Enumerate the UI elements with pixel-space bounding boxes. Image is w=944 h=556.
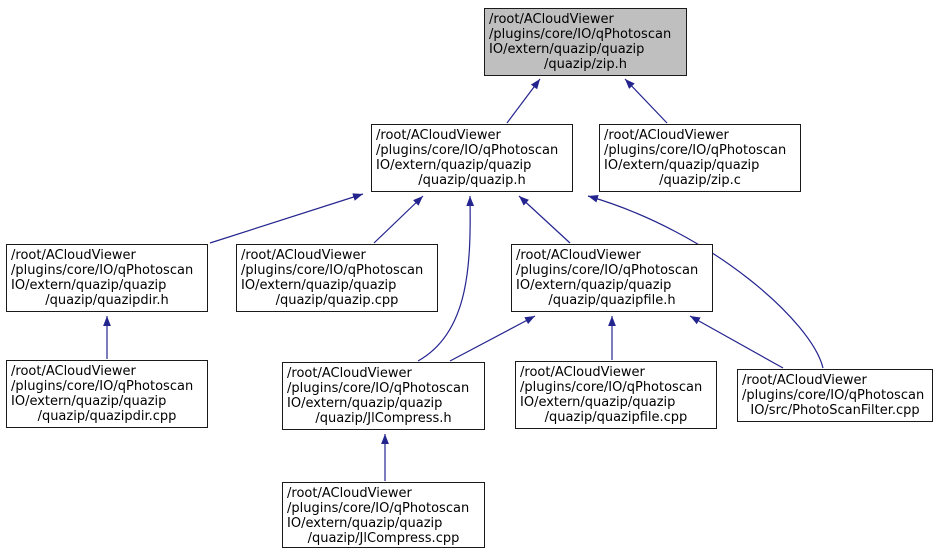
node-line: /quazip/quazipfile.cpp xyxy=(544,410,688,425)
node-line: /quazip/quazip.cpp xyxy=(275,293,399,308)
node-zip-h[interactable]: /root/ACloudViewer /plugins/core/IO/qPho… xyxy=(484,8,687,76)
node-line: /quazip/quazipdir.h xyxy=(45,293,169,308)
edge-quazipfile-h-to-quazip-h xyxy=(518,195,571,244)
node-line: IO/extern/quazip/quazip xyxy=(489,42,645,57)
node-zip-c[interactable]: /root/ACloudViewer /plugins/core/IO/qPho… xyxy=(599,124,801,192)
edge-quazipdir-h-to-quazip-h xyxy=(209,193,364,244)
node-line: IO/extern/quazip/quazip xyxy=(287,516,443,531)
node-jlcompress-cpp[interactable]: /root/ACloudViewer /plugins/core/IO/qPho… xyxy=(282,482,485,548)
node-line: IO/extern/quazip/quazip xyxy=(516,278,672,293)
node-line: /plugins/core/IO/qPhotoscan xyxy=(11,379,194,394)
edge-photoscan-cpp-to-quazip-h xyxy=(587,195,824,369)
node-line: /plugins/core/IO/qPhotoscan xyxy=(376,143,559,158)
node-line: IO/extern/quazip/quazip xyxy=(11,394,167,409)
node-line: /plugins/core/IO/qPhotoscan xyxy=(287,381,470,396)
node-quazipfile-cpp[interactable]: /root/ACloudViewer /plugins/core/IO/qPho… xyxy=(515,361,717,429)
node-line: /quazip/zip.c xyxy=(659,173,741,188)
node-line: /plugins/core/IO/qPhotoscan xyxy=(516,263,699,278)
node-line: /root/ACloudViewer xyxy=(11,248,136,263)
node-quazip-cpp[interactable]: /root/ACloudViewer /plugins/core/IO/qPho… xyxy=(236,244,438,312)
node-line: /plugins/core/IO/qPhotoscan xyxy=(520,380,703,395)
node-quazipfile-h[interactable]: /root/ACloudViewer /plugins/core/IO/qPho… xyxy=(511,244,713,312)
node-line: /root/ACloudViewer xyxy=(241,248,366,263)
node-line: IO/extern/quazip/quazip xyxy=(604,158,760,173)
node-line: /quazip/JlCompress.cpp xyxy=(307,531,460,546)
edge-photoscan-cpp-to-quazipfile-h xyxy=(689,315,784,369)
node-line: /root/ACloudViewer xyxy=(287,366,412,381)
node-quazip-h[interactable]: /root/ACloudViewer /plugins/core/IO/qPho… xyxy=(371,124,573,192)
node-quazipdir-h[interactable]: /root/ACloudViewer /plugins/core/IO/qPho… xyxy=(6,244,208,312)
node-line: /plugins/core/IO/qPhotoscan xyxy=(604,143,787,158)
node-line: /root/ACloudViewer xyxy=(376,128,501,143)
node-line: /root/ACloudViewer xyxy=(742,373,867,388)
node-line: /root/ACloudViewer xyxy=(604,128,729,143)
node-line: /root/ACloudViewer xyxy=(489,12,614,27)
edge-zip-c-to-zip-h xyxy=(624,78,668,124)
node-line: /quazip/quazipfile.h xyxy=(548,293,676,308)
edge-quazip-h-to-zip-h xyxy=(506,78,541,124)
node-line: IO/src/PhotoScanFilter.cpp xyxy=(750,403,920,418)
node-line: /plugins/core/IO/qPhotoscan xyxy=(489,27,672,42)
node-line: /root/ACloudViewer xyxy=(11,364,136,379)
node-line: /plugins/core/IO/qPhotoscan xyxy=(11,263,194,278)
edge-jlcompress-h-to-quazipfile-h xyxy=(449,315,536,362)
node-line: IO/extern/quazip/quazip xyxy=(241,278,397,293)
node-line: IO/extern/quazip/quazip xyxy=(11,278,167,293)
node-jlcompress-h[interactable]: /root/ACloudViewer /plugins/core/IO/qPho… xyxy=(282,362,485,430)
node-line: /root/ACloudViewer xyxy=(287,486,412,501)
node-line: /quazip/zip.h xyxy=(544,57,627,72)
node-line: IO/extern/quazip/quazip xyxy=(376,158,532,173)
node-line: /quazip/quazip.h xyxy=(418,173,526,188)
node-line: IO/extern/quazip/quazip xyxy=(520,395,676,410)
node-line: IO/extern/quazip/quazip xyxy=(287,396,443,411)
node-line: /root/ACloudViewer xyxy=(520,365,645,380)
node-line: /root/ACloudViewer xyxy=(516,248,641,263)
edge-quazip-cpp-to-quazip-h xyxy=(373,195,424,244)
node-line: /quazip/quazipdir.cpp xyxy=(37,409,177,424)
node-line: /plugins/core/IO/qPhotoscan xyxy=(241,263,424,278)
edge-jlcompress-h-to-quazip-h xyxy=(417,195,475,362)
node-line: /quazip/JlCompress.h xyxy=(315,411,452,426)
node-line: /plugins/core/IO/qPhotoscan xyxy=(287,501,470,516)
node-quazipdir-cpp[interactable]: /root/ACloudViewer /plugins/core/IO/qPho… xyxy=(6,360,208,428)
node-photoscanfilter-cpp[interactable]: /root/ACloudViewer /plugins/core/IO/qPho… xyxy=(737,369,933,422)
node-line: /plugins/core/IO/qPhotoscan xyxy=(742,388,925,403)
